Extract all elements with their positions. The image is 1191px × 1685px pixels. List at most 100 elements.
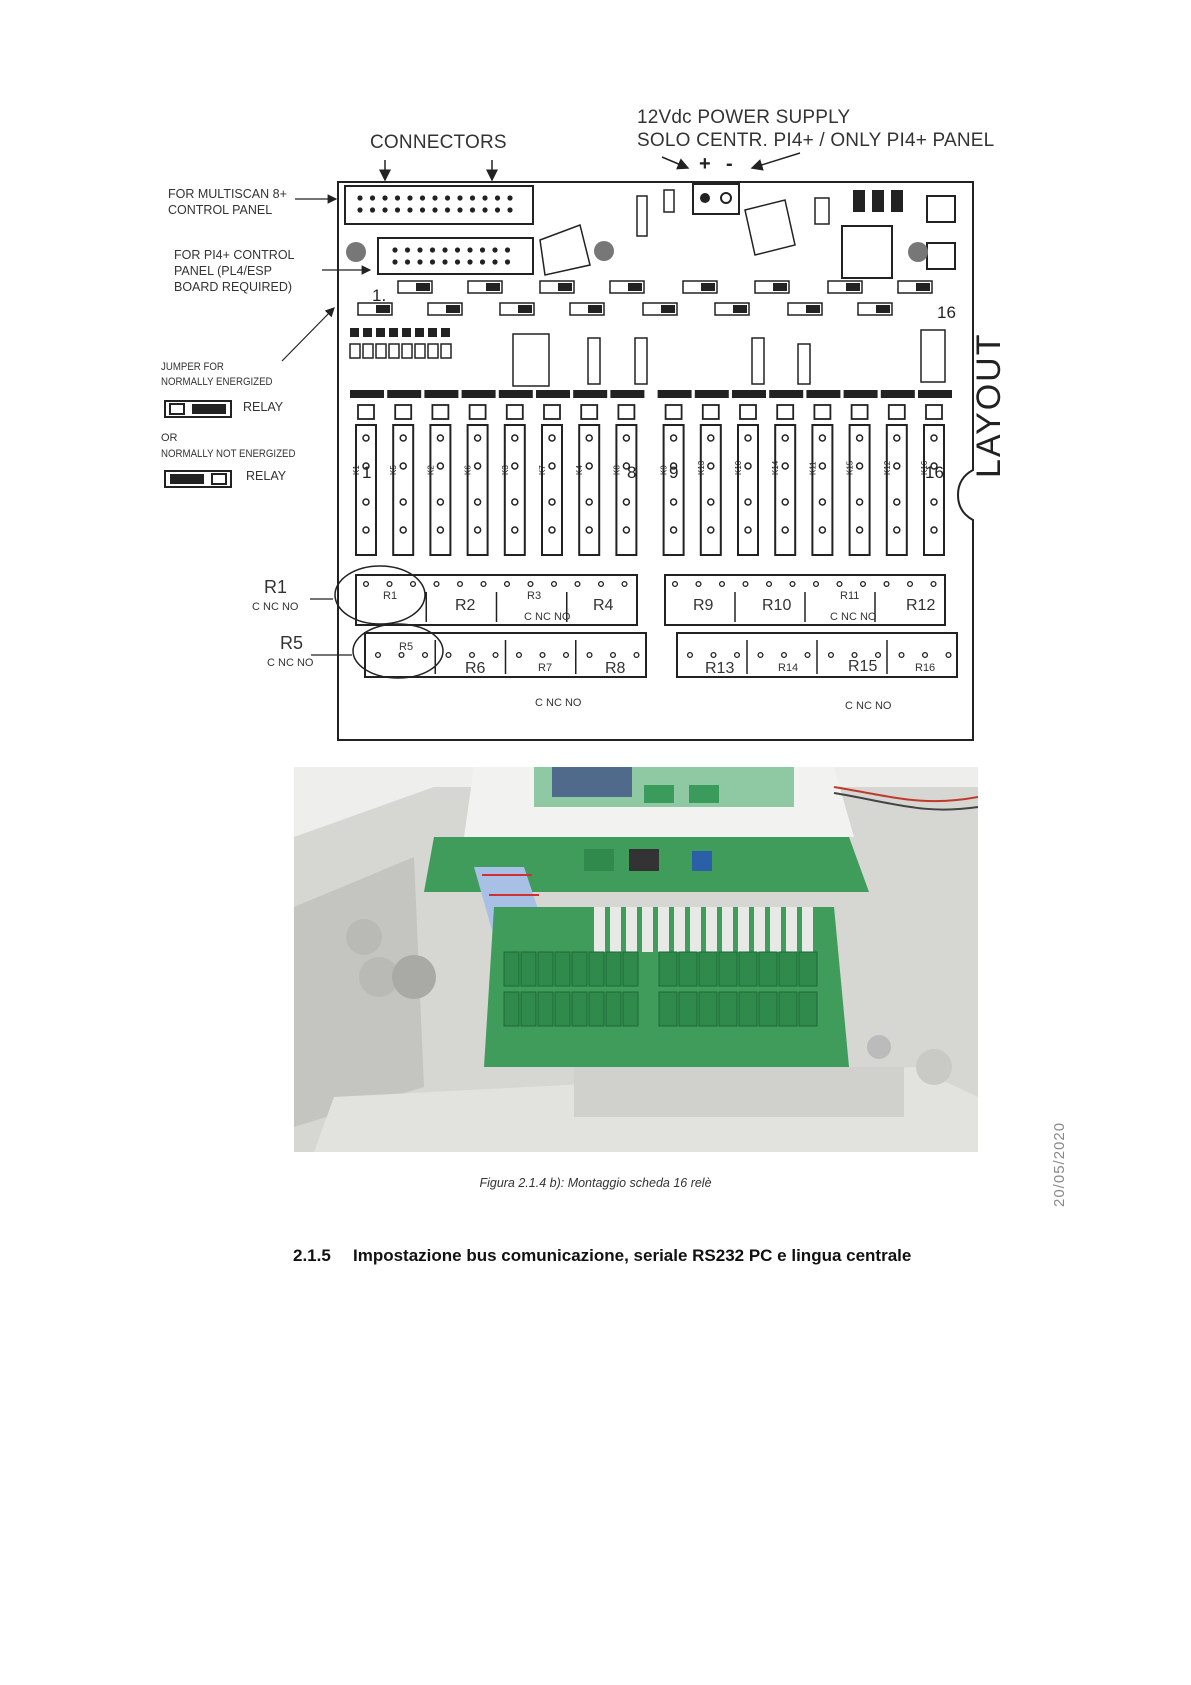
jumper-arrow [281,307,335,362]
jumper-block [827,280,863,294]
photo-terminal [503,991,520,1027]
relay-number: 9 [669,463,678,482]
photo-relay [674,907,685,952]
photo-terminal [718,951,738,987]
photo-terminal [698,991,718,1027]
jumper-block [787,302,823,316]
r5-cnc-label: C NC NO [267,657,314,669]
terminal-label: R4 [593,597,614,614]
relay-body [429,424,452,556]
jumper-index-first: 1. [372,286,386,305]
resistor [440,343,452,359]
multiscan-label-2: CONTROL PANEL [168,203,273,217]
photo-terminal [554,951,571,987]
photo-relay [754,907,765,952]
relay-code: K9 [660,465,669,475]
relay-body [466,424,489,556]
relay-code: K5 [389,465,398,475]
relay-body [774,424,797,556]
photo-terminal [698,951,718,987]
terminal-label: R9 [693,597,714,614]
photo-terminal [520,991,537,1027]
power-supply-title: 12Vdc POWER SUPPLY [637,107,851,128]
relay-diode [468,404,487,420]
photo-terminal [778,951,798,987]
jumper-block [427,302,463,316]
resistor [375,343,387,359]
relay-led [918,390,952,398]
relay-body [737,424,759,556]
jumper-not-energized-icon [164,470,232,488]
resistor [389,328,398,337]
multiscan-label-1: FOR MULTISCAN 8+ [168,187,287,201]
terminal-label: R5 [399,641,414,653]
photo-terminal [798,951,818,987]
jumper-block [642,302,678,316]
figure-caption: Figura 2.1.4 b): Montaggio scheda 16 rel… [479,1176,712,1190]
resistor [350,328,359,337]
relay-led [843,390,878,398]
relay-label-not-energized: RELAY [246,469,287,483]
bottom-cnc-left: C NC NO [535,697,582,709]
relay-code: K8 [612,465,621,475]
photo-terminal [738,991,758,1027]
relay-led [498,390,533,398]
jumper-label-2: NORMALLY ENERGIZED [161,376,273,388]
relay-body [615,424,638,556]
relay-diode [357,404,375,420]
relay-diode [505,404,524,420]
terminal-label: R12 [906,597,936,614]
photo-relay [738,907,749,952]
photo-terminal [588,991,605,1027]
regulator-component [539,224,591,276]
photo-terminal [571,991,588,1027]
photo-relay [642,907,653,952]
r5-highlight-circle [352,623,444,679]
side-date: 20/05/2020 [1051,1121,1068,1207]
relay-led [610,390,645,398]
mounting-hole-mid [594,241,614,261]
bottom-cnc-right: C NC NO [845,700,892,712]
board-outline [337,181,974,741]
mounting-hole-right [908,242,928,262]
multiscan-connector [344,185,534,225]
section-number: 2.1.5 [293,1246,331,1265]
relay-number: 16 [925,463,944,482]
mounting-hole-left [346,242,366,262]
photo-terminal [605,951,622,987]
relay-led [769,390,804,398]
relay-code: K15 [846,460,855,475]
photo-terminal [798,991,818,1027]
power-terminal [692,183,740,215]
relay-led [573,390,608,398]
relay-code: K3 [501,465,510,475]
photo-terminal [778,991,798,1027]
photo-terminal [588,951,605,987]
resistor [376,328,385,337]
relay-code: K6 [464,465,473,475]
photo-relay [802,907,813,952]
resistor [428,328,437,337]
photo-terminal [678,991,698,1027]
terminal-label: R15 [848,658,878,675]
minus-sign: - [726,153,733,175]
relay-led [694,390,729,398]
relay-label-energized: RELAY [243,400,284,414]
jumper-block [682,280,718,294]
cable-knockout [392,955,436,999]
photo-terminal [503,951,520,987]
pi4-connector [377,237,534,275]
resistor [363,328,372,337]
relay-diode [925,404,943,420]
terminal-label: R3 [527,590,542,602]
terminal-label: R16 [915,662,936,674]
relay-diode [701,404,720,420]
jumper-index-last: 16 [937,303,956,322]
relay-body [811,424,834,556]
trimmer [692,851,712,871]
relay-diode [580,404,599,420]
relay-diode [813,404,832,420]
photo-relay [722,907,733,952]
regulator-component-2 [744,199,796,256]
